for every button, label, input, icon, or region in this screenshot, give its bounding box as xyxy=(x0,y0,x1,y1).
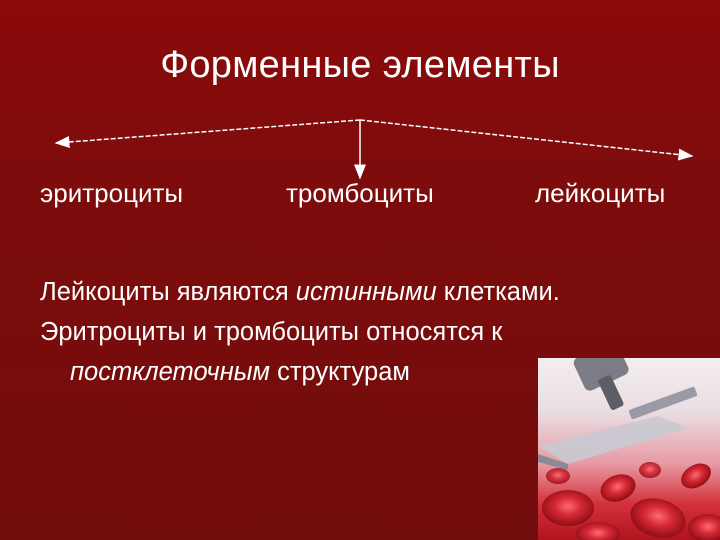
text-segment: клетками. xyxy=(443,278,560,306)
arrow-to-right xyxy=(359,119,694,161)
slide-title: Форменные элементы xyxy=(160,44,560,86)
microscope-blood-cells-icon xyxy=(538,358,720,540)
text-segment: структурам xyxy=(277,358,410,386)
category-leukocytes: лейкоциты xyxy=(535,178,666,208)
category-erythrocytes: эритроциты xyxy=(40,178,184,208)
arrow-to-left xyxy=(54,119,361,148)
body-line-2: Эритроциты и тромбоциты относятся к xyxy=(40,318,503,346)
body-paragraph: Лейкоциты являются истинными клетками. Э… xyxy=(40,272,700,392)
category-thrombocytes: тромбоциты xyxy=(286,178,434,208)
text-segment: Лейкоциты являются xyxy=(40,278,289,306)
emphasis-postcellular: постклеточным xyxy=(70,358,270,386)
body-line-3: постклеточным структурам xyxy=(40,352,700,392)
body-line-1: Лейкоциты являются истинными клетками. xyxy=(40,272,700,312)
emphasis-true-cells: истинными xyxy=(295,278,437,306)
